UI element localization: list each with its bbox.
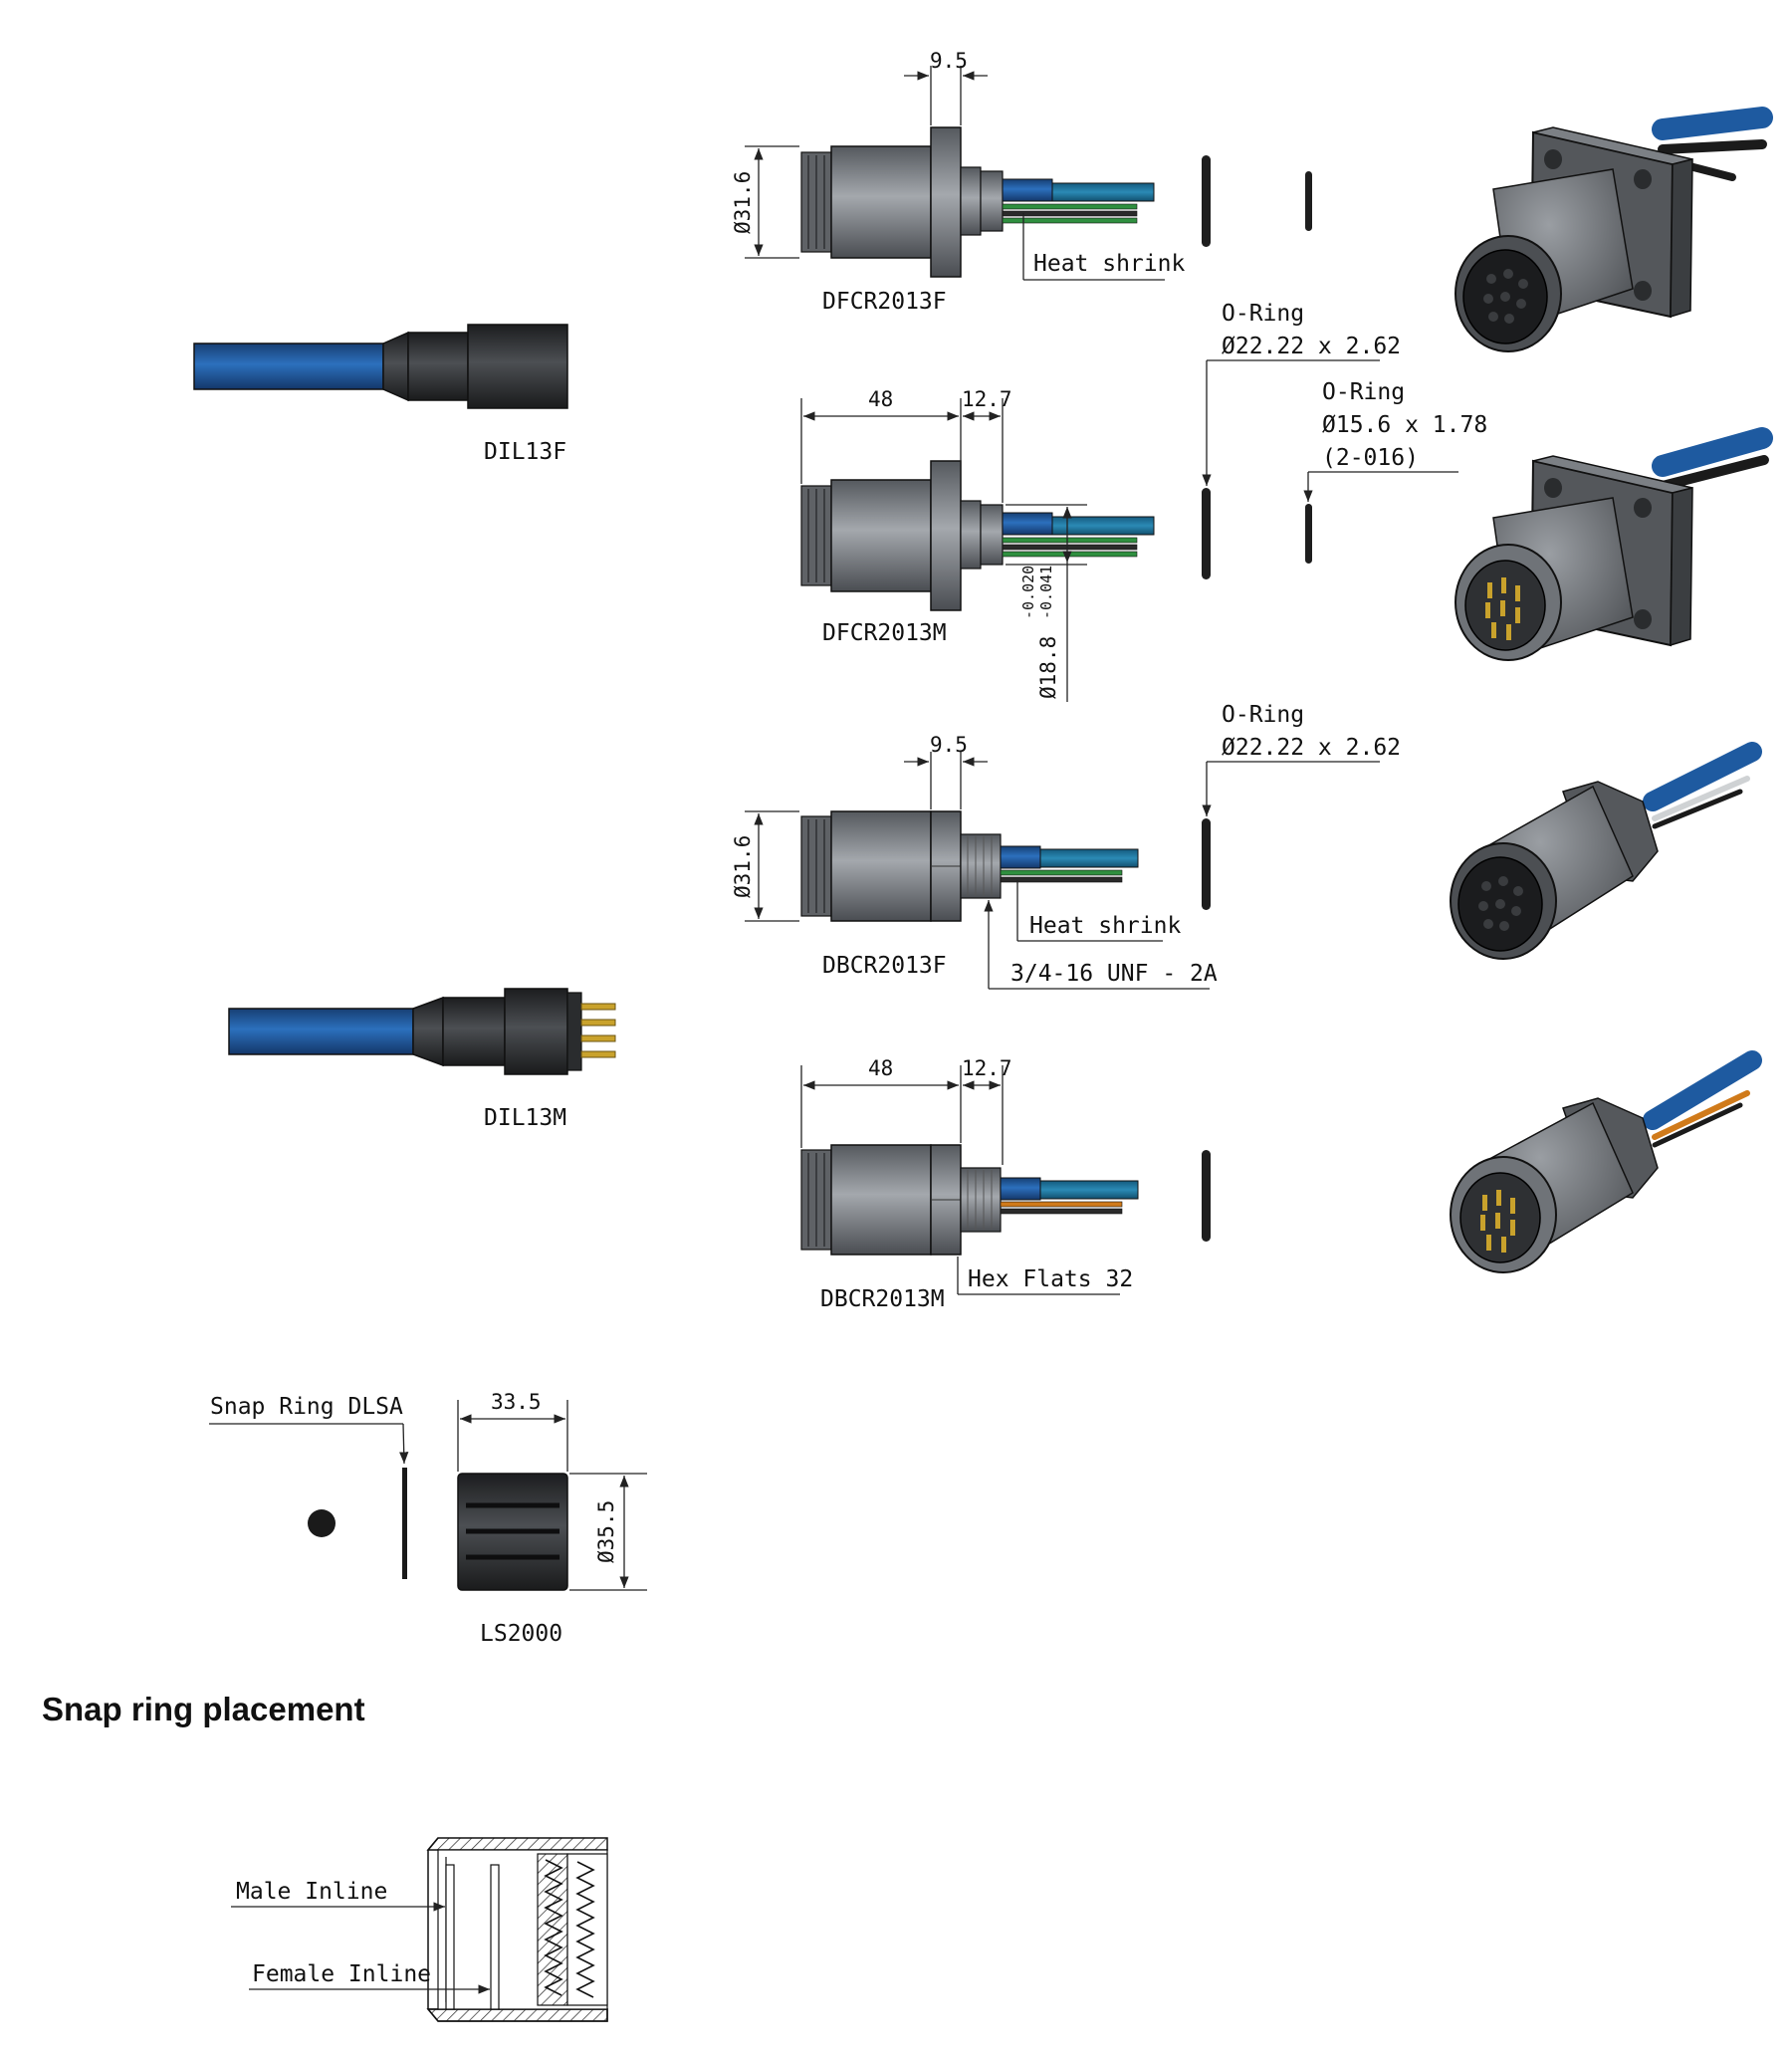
female-inline-label: Female Inline <box>252 1961 431 1987</box>
o-ring-b-size: Ø15.6 x 1.78 <box>1322 412 1487 438</box>
male-inline-label: Male Inline <box>236 1879 387 1905</box>
dbcr2013m-step-dim: 12.7 <box>962 1056 1012 1080</box>
o-ring-a-title: O-Ring <box>1222 301 1304 327</box>
dbcr2013m-label: DBCR2013M <box>820 1286 945 1312</box>
dfcr2013m-tol-top: -0.020 <box>1019 566 1037 619</box>
dfcr2013m-shaft-dim: Ø18.8 <box>1036 636 1060 699</box>
dfcr2013m-step-dim: 12.7 <box>962 387 1012 411</box>
dbcr2013m-hex-flats-label: Hex Flats 32 <box>968 1266 1133 1292</box>
iso-dbcr2013m <box>1450 1050 1762 1273</box>
row1-o-rings <box>1202 155 1312 247</box>
dbcr2013f-label: DBCR2013F <box>822 953 947 979</box>
dbcr2013m-connector: 48 12.7 Hex Flats 32 DBCR2013M <box>800 1056 1139 1312</box>
iso-dfcr2013m <box>1455 427 1773 661</box>
iso-dbcr2013f <box>1450 742 1762 960</box>
o-ring-c-callout: O-Ring Ø22.22 x 2.62 <box>1202 702 1401 816</box>
dil13m-pins <box>580 1003 616 1058</box>
dfcr2013m-tol-bottom: -0.041 <box>1037 566 1055 619</box>
dil13f-connector: DIL13F <box>193 324 568 465</box>
dfcr2013f-heat-shrink-label: Heat shrink <box>1033 251 1185 277</box>
iso-dfcr2013f <box>1455 107 1773 352</box>
o-ring-c-size: Ø22.22 x 2.62 <box>1222 735 1401 761</box>
ls2000-locking-sleeve: 33.5 Ø35.5 LS2000 <box>457 1390 647 1647</box>
dfcr2013f-connector: 9.5 Ø31.6 Heat shrink DFCR2013F <box>731 49 1185 315</box>
row3-o-ring <box>1202 818 1211 910</box>
dfcr2013f-diameter-dim: Ø31.6 <box>731 171 755 234</box>
snap-ring-placement-section-view: Male Inline Female Inline <box>231 1837 608 2022</box>
row2-o-rings <box>1202 488 1312 579</box>
o-ring-b-code: (2-016) <box>1322 445 1419 471</box>
row4-o-ring <box>1202 1150 1211 1242</box>
dil13f-label: DIL13F <box>484 439 566 465</box>
snap-ring-label: Snap Ring DLSA <box>210 1394 403 1420</box>
ls2000-label: LS2000 <box>480 1621 562 1647</box>
ls2000-length-dim: 33.5 <box>491 1390 542 1414</box>
ls2000-diameter-dim: Ø35.5 <box>594 1500 618 1563</box>
dfcr2013m-label: DFCR2013M <box>822 620 947 646</box>
o-ring-a-size: Ø22.22 x 2.62 <box>1222 334 1401 359</box>
snap-ring-dlsa: Snap Ring DLSA <box>209 1394 409 1579</box>
dfcr2013f-label: DFCR2013F <box>822 289 947 315</box>
dbcr2013f-heat-shrink-label: Heat shrink <box>1029 913 1181 939</box>
o-ring-b-callout: O-Ring Ø15.6 x 1.78 (2-016) <box>1303 379 1487 502</box>
o-ring-a-callout: O-Ring Ø22.22 x 2.62 <box>1202 301 1401 486</box>
dil13m-connector: DIL13M <box>228 988 616 1131</box>
snap-ring-placement-heading: Snap ring placement <box>42 1691 365 1727</box>
dfcr2013f-width-dim: 9.5 <box>930 49 968 73</box>
dbcr2013f-diameter-dim: Ø31.6 <box>731 835 755 898</box>
dfcr2013m-length-dim: 48 <box>868 387 893 411</box>
dil13m-label: DIL13M <box>484 1105 566 1131</box>
dbcr2013m-length-dim: 48 <box>868 1056 893 1080</box>
dbcr2013f-thread-label: 3/4-16 UNF - 2A <box>1010 961 1218 987</box>
dbcr2013f-connector: 9.5 Ø31.6 Heat shrink 3/4-16 UNF - 2A DB… <box>731 733 1218 990</box>
dbcr2013f-width-dim: 9.5 <box>930 733 968 757</box>
o-ring-b-title: O-Ring <box>1322 379 1405 405</box>
dfcr2013m-connector: 48 12.7 Ø18.8 -0.020 -0.041 DFCR2013M <box>800 387 1155 702</box>
o-ring-c-title: O-Ring <box>1222 702 1304 728</box>
